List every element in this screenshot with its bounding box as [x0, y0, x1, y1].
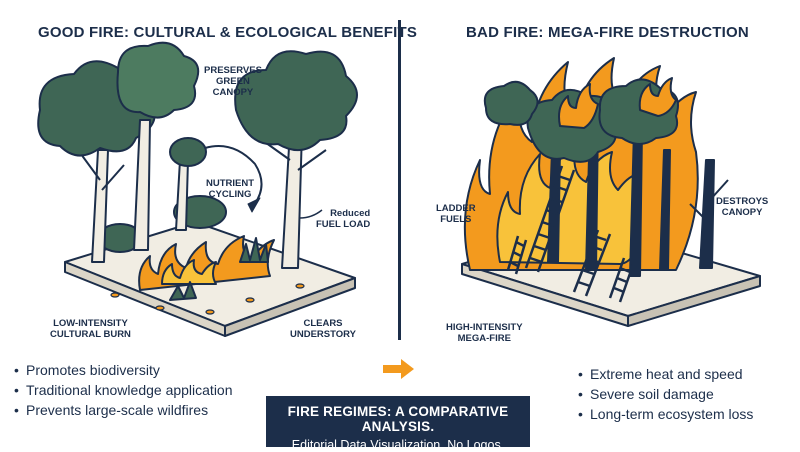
right-panel-title: BAD FIRE: MEGA-FIRE DESTRUCTION	[466, 24, 749, 41]
banner-title: FIRE REGIMES: A COMPARATIVE ANALYSIS.	[287, 404, 509, 434]
ladder-icon	[506, 235, 528, 275]
banner-subtitle: Editorial Data Visualization. No Logos.	[291, 438, 505, 452]
clears-understory-label: CLEARS UNDERSTORY	[290, 318, 356, 340]
list-item: Prevents large-scale wildfires	[14, 400, 233, 420]
mega-fire-illustration	[461, 57, 761, 327]
preserves-canopy-label: PRESERVES GREEN CANOPY	[204, 65, 262, 98]
tree-icon	[234, 50, 358, 269]
nutrient-cycling-label: NUTRIENT CYCLING	[206, 178, 255, 200]
panel-divider	[398, 20, 401, 340]
destroys-canopy-label: DESTROYS CANOPY	[716, 196, 769, 218]
list-item: Severe soil damage	[578, 384, 753, 404]
ladder-fuels-label: LADDER FUELS	[436, 203, 476, 225]
good-fire-bullets: Promotes biodiversity Traditional knowle…	[14, 360, 233, 420]
ladder-icon	[572, 229, 612, 297]
bad-fire-bullets: Extreme heat and speed Severe soil damag…	[578, 364, 753, 424]
flame-icon	[138, 235, 275, 291]
tree-icon	[169, 137, 207, 231]
left-panel-title: GOOD FIRE: CULTURAL & ECOLOGICAL BENEFIT…	[38, 24, 418, 41]
ladder-icon	[608, 257, 636, 303]
cycle-arrow-icon	[204, 145, 263, 207]
list-item: Traditional knowledge application	[14, 380, 233, 400]
reduced-fuel-load-label: Reduced FUEL LOAD	[316, 208, 371, 230]
list-item: Long-term ecosystem loss	[578, 404, 753, 424]
list-item: Promotes biodiversity	[14, 360, 233, 380]
arrow-right-icon	[383, 359, 414, 379]
low-intensity-burn-label: LOW-INTENSITY CULTURAL BURN	[50, 318, 131, 340]
good-fire-illustration	[37, 41, 358, 337]
tree-icon	[116, 41, 200, 251]
list-item: Extreme heat and speed	[578, 364, 753, 384]
high-intensity-label: HIGH-INTENSITY MEGA-FIRE	[446, 322, 523, 344]
caption-banner: FIRE REGIMES: A COMPARATIVE ANALYSIS. Ed…	[266, 396, 530, 452]
dead-tree-icon	[699, 159, 715, 269]
ladder-icon	[524, 165, 576, 273]
